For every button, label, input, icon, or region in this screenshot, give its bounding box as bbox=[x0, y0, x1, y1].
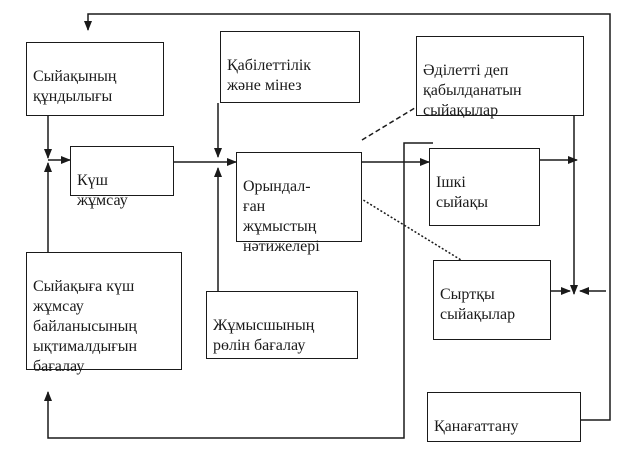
intrinsic-rewards-label: Ішкі сыйақы bbox=[436, 174, 489, 211]
box-probability-assessment: Сыйақыға күш жұмсау байланысының ықтимал… bbox=[26, 252, 182, 375]
role-perception-label: Жұмысшының рөлін бағалау bbox=[213, 317, 315, 354]
performance-label: Орындал- ған жұмыстың нәтижелері bbox=[243, 178, 320, 255]
satisfaction-label: Қанағаттану bbox=[434, 418, 519, 435]
abilities-label: Қабілеттілік және мінез bbox=[227, 57, 312, 94]
feedback-arrow-to-probability bbox=[44, 142, 433, 439]
box-extrinsic-rewards: Сыртқы сыйақылар bbox=[433, 260, 551, 340]
box-satisfaction: Қанағаттану bbox=[427, 392, 581, 442]
effort-label: Күш жұмсау bbox=[77, 172, 128, 209]
fair-rewards-label: Әділетті деп қабылданатын сыйақылар bbox=[423, 62, 522, 119]
value-of-reward-label: Сыйақының құндылығы bbox=[33, 68, 117, 105]
box-role-perception: Жұмысшының рөлін бағалау bbox=[206, 291, 358, 359]
box-abilities: Қабілеттілік және мінез bbox=[220, 31, 360, 103]
box-value-of-reward: Сыйақының құндылығы bbox=[26, 42, 164, 116]
feedback-arrow-satisfaction-to-value bbox=[84, 13, 611, 421]
extrinsic-rewards-label: Сыртқы сыйақылар bbox=[440, 286, 516, 323]
box-performance: Орындал- ған жұмыстың нәтижелері bbox=[236, 152, 362, 255]
box-intrinsic-rewards: Ішкі сыйақы bbox=[429, 148, 540, 226]
box-effort: Күш жұмсау bbox=[70, 146, 174, 209]
box-fair-rewards: Әділетті деп қабылданатын сыйақылар bbox=[416, 36, 584, 119]
probability-assessment-label: Сыйақыға күш жұмсау байланысының ықтимал… bbox=[33, 278, 138, 375]
